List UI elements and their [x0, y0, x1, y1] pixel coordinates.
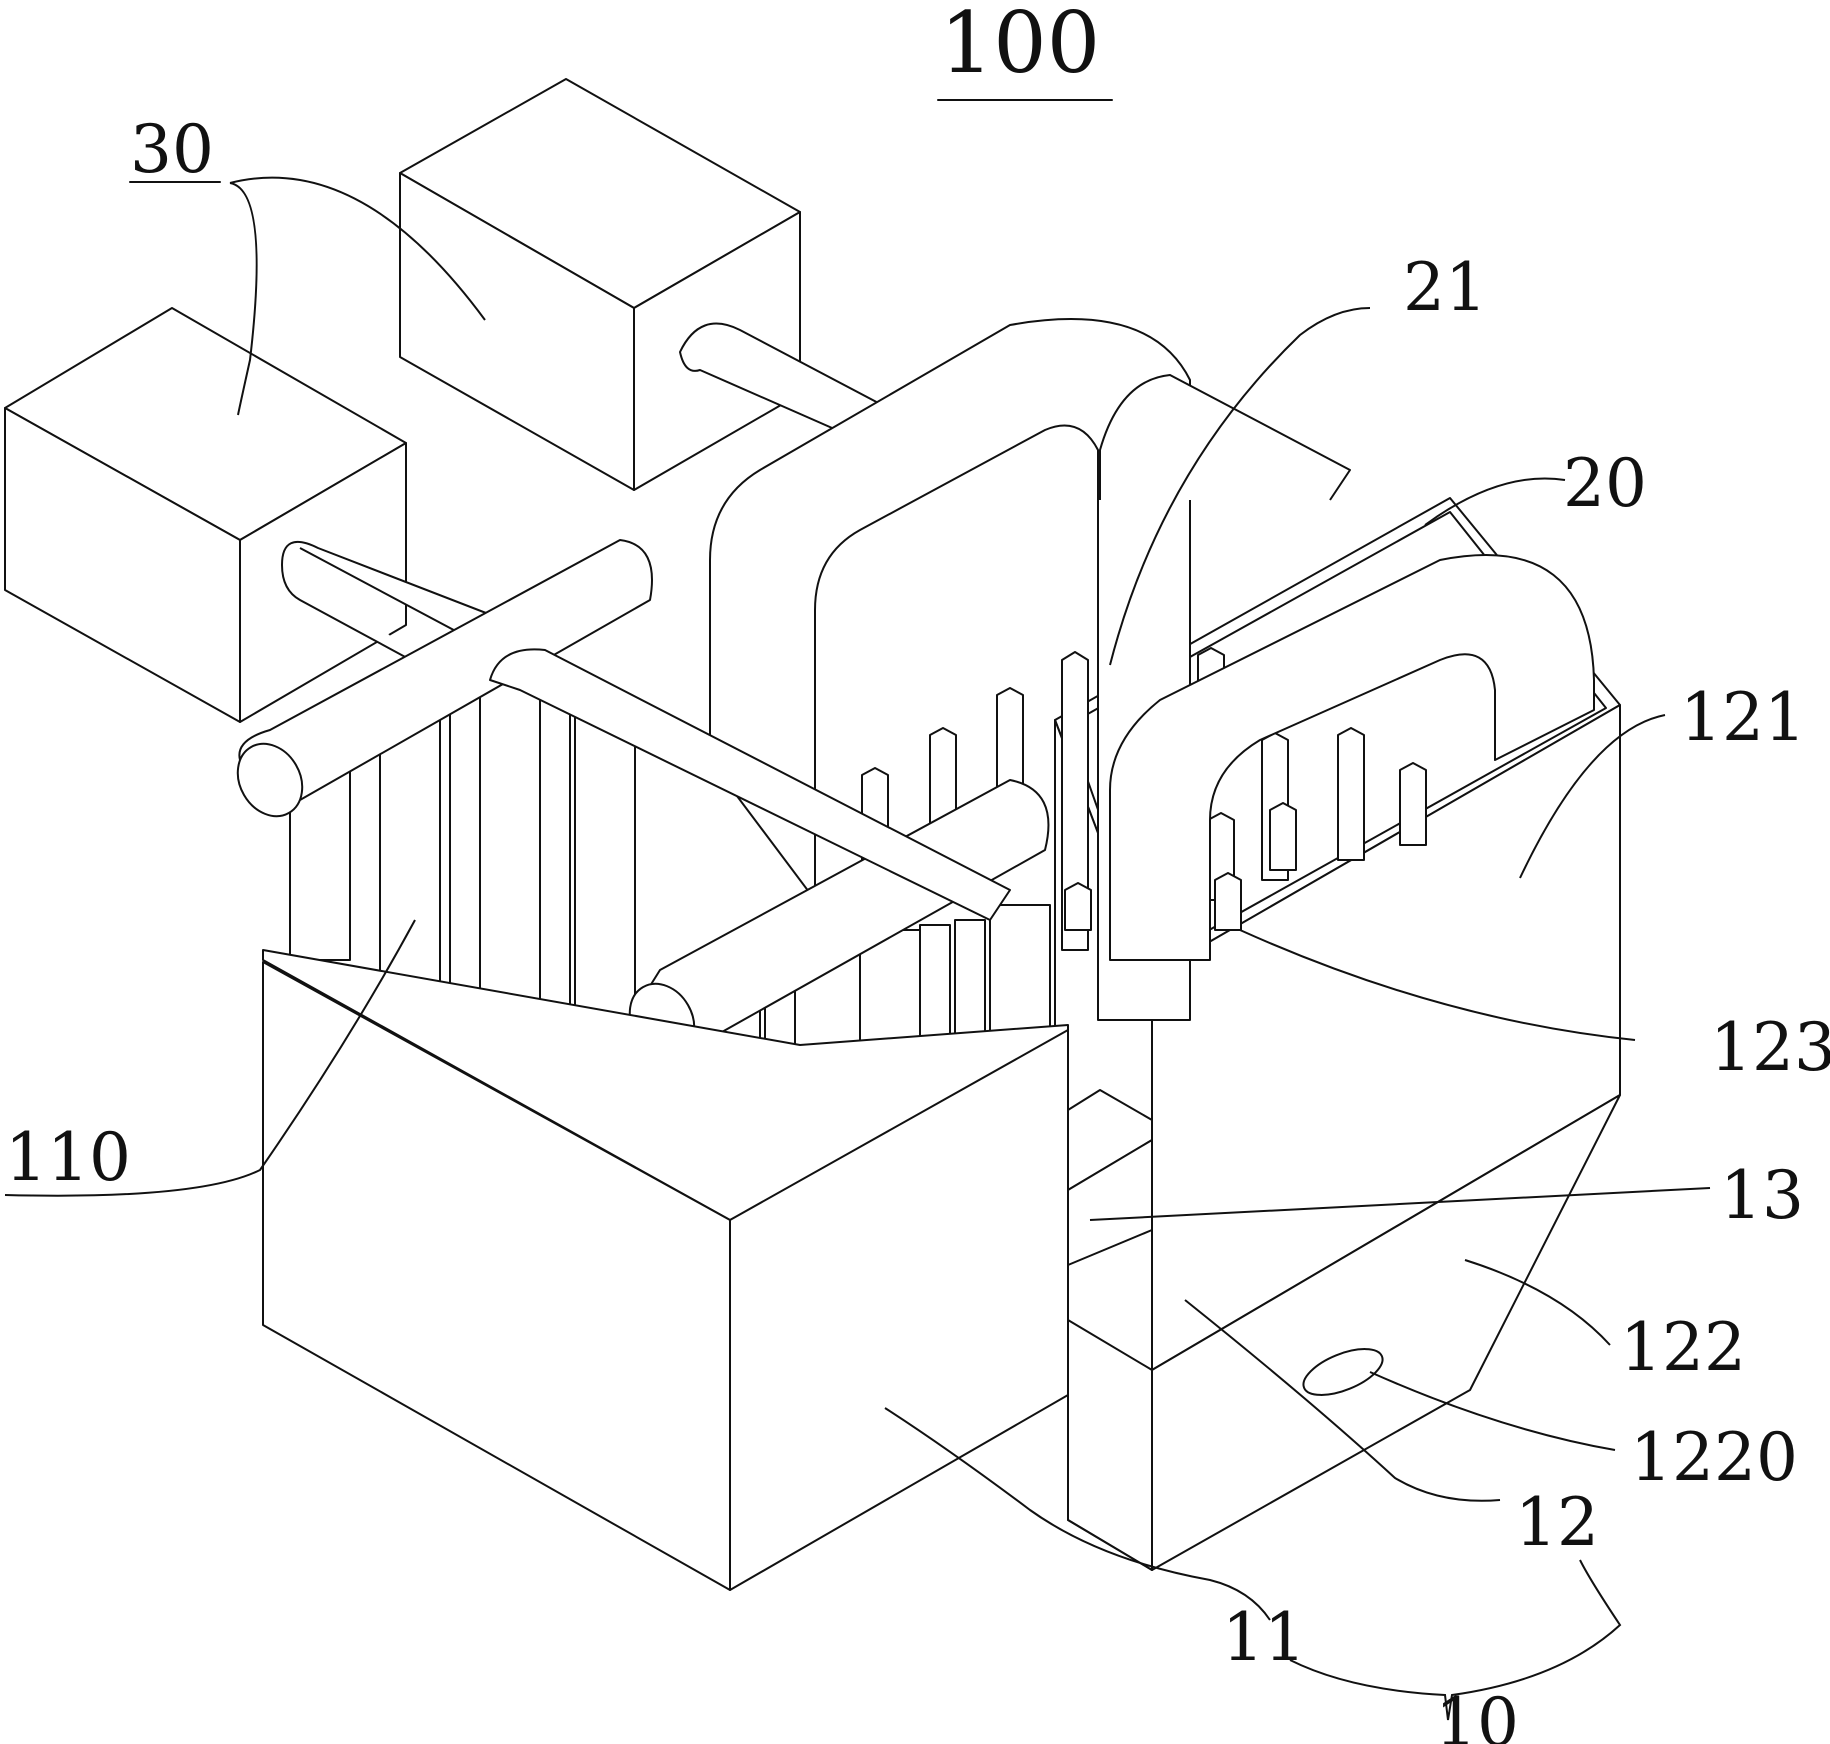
label-1220: 1220	[1630, 1419, 1798, 1496]
label-30: 30	[130, 111, 214, 188]
u-pipe-middle	[1099, 374, 1351, 501]
leader-123	[1239, 929, 1636, 1041]
label-11: 11	[1222, 1599, 1306, 1676]
u-pipe-back	[709, 318, 1191, 1021]
label-13: 13	[1720, 1157, 1804, 1234]
connector-13	[1067, 1089, 1153, 1266]
leader-110	[4, 919, 416, 1197]
drive-block-left	[4, 307, 407, 723]
label-121: 121	[1680, 679, 1806, 756]
label-21: 21	[1403, 249, 1487, 326]
leader-13	[1089, 1187, 1711, 1221]
label-122: 122	[1620, 1309, 1746, 1386]
label-110: 110	[5, 1119, 131, 1196]
label-12: 12	[1515, 1484, 1599, 1561]
u-pipe-front	[1109, 554, 1595, 961]
outlet-hole	[1302, 1348, 1384, 1396]
drive-block-right	[399, 78, 801, 491]
label-10: 10	[1435, 1684, 1519, 1744]
label-123: 123	[1710, 1009, 1830, 1086]
leader-30-b	[229, 176, 486, 321]
leader-21	[1109, 307, 1371, 666]
leader-122	[1464, 1259, 1611, 1346]
leader-30-a	[229, 182, 258, 416]
brace-10	[1289, 1559, 1622, 1721]
leader-11	[884, 1407, 1271, 1621]
leader-1220	[1369, 1371, 1616, 1451]
leader-20	[1424, 477, 1566, 526]
leader-12	[1184, 1299, 1501, 1502]
label-20: 20	[1563, 445, 1647, 522]
leader-121	[1519, 714, 1666, 879]
tank-11	[236, 539, 1069, 1591]
figure-title: 100	[940, 0, 1100, 92]
